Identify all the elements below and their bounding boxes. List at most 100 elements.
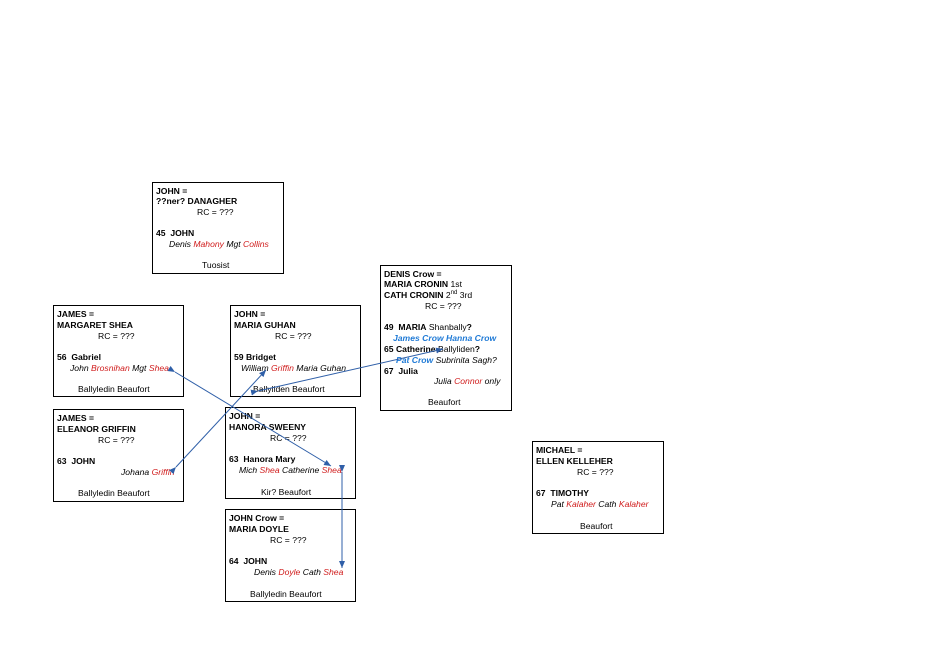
card-title-line2: ELLEN KELLEHER	[536, 456, 613, 466]
child-entry: 59 Bridget	[234, 352, 276, 362]
place-label: Ballyledin Beaufort	[78, 488, 150, 498]
sponsor-text: Pat	[551, 499, 567, 509]
sponsor-surname: Connor	[454, 376, 483, 386]
sponsors: James Crow Hanna Crow	[393, 333, 497, 343]
rc-label: RC = ???	[270, 433, 307, 443]
sponsor-text: only	[482, 376, 501, 386]
sponsor-text: Cath	[595, 499, 619, 509]
sponsor-surname: Griffin	[151, 467, 175, 477]
marriage-order: 1st	[448, 279, 462, 289]
sponsor-surname: Shea	[259, 465, 280, 475]
sponsors: Julia Connor only	[434, 376, 500, 386]
card-title-line1: JOHN =	[229, 411, 261, 421]
child-number: 67	[536, 488, 546, 498]
sponsor-surname: Shea	[148, 363, 169, 373]
child-name: Julia	[398, 366, 418, 376]
child-number: 59	[234, 352, 244, 362]
child-entry: 63 JOHN	[57, 456, 95, 466]
child-number: 63	[57, 456, 67, 466]
child-entry: 67 TIMOTHY	[536, 488, 589, 498]
rc-label: RC = ???	[275, 331, 312, 341]
sponsors: William Griffin Maria Guhan	[241, 363, 346, 373]
sponsor-surname: Collins	[243, 239, 269, 249]
spouse-name: CATH CRONIN	[384, 290, 444, 300]
card-title-line1: JAMES =	[57, 309, 95, 319]
place-label: Beaufort	[580, 521, 613, 531]
card-title-line3: CATH CRONIN 2nd 3rd	[384, 290, 472, 300]
child-place: Shanbally	[426, 322, 467, 332]
marriage-order: 3rd	[457, 290, 473, 300]
sponsor-surname: Kalaher	[566, 499, 596, 509]
child-name: Hanora Mary	[243, 454, 296, 464]
sponsor-text: Julia	[434, 376, 455, 386]
sponsor-text: Mich	[239, 465, 260, 475]
sponsor-text: Cath	[300, 567, 324, 577]
place-label: Ballyledin Beaufort	[78, 384, 150, 394]
child-name: Bridget	[245, 352, 277, 362]
child-entry: 64 JOHN	[229, 556, 267, 566]
card-title-line2: MARGARET SHEA	[57, 320, 133, 330]
child-entry: 56 Gabriel	[57, 352, 101, 362]
sponsor-text: Subrinita Sagh?	[433, 355, 497, 365]
family-card-doyle: JOHN Crow = MARIA DOYLE RC = ??? 64 JOHN…	[225, 509, 356, 602]
child-number: 45	[156, 228, 166, 238]
sponsor-text: John	[70, 363, 92, 373]
family-card-guhan: JOHN = MARIA GUHAN RC = ??? 59 Bridget W…	[230, 305, 361, 397]
child-place: Ballyliden	[435, 344, 475, 354]
uncertain-mark: ?	[474, 344, 481, 354]
card-title-line1: JOHN Crow =	[229, 513, 285, 523]
sponsor-surname: Shea	[321, 465, 342, 475]
card-title-line2: ELEANOR GRIFFIN	[57, 424, 136, 434]
ordinal-suffix: nd	[450, 290, 458, 297]
sponsor-text: Catherine	[279, 465, 322, 475]
sponsors: Johana Griffin	[121, 467, 175, 477]
place-label: Kir? Beaufort	[261, 487, 312, 497]
sponsors: John Brosnihan Mgt Shea	[70, 363, 169, 373]
sponsors: Pat Kalaher Cath Kalaher	[551, 499, 648, 509]
child-number: 67	[384, 366, 394, 376]
child-entry: 67 Julia	[384, 366, 418, 376]
sponsor-surname: Doyle	[278, 567, 301, 577]
child-name: JOHN	[243, 556, 268, 566]
family-card-shea: JAMES = MARGARET SHEA RC = ??? 56 Gabrie…	[53, 305, 184, 397]
child-name: JOHN	[170, 228, 195, 238]
card-title-line1: JOHN =	[234, 309, 266, 319]
sponsor-surname: Brosnihan	[91, 363, 130, 373]
marriage-order: 2	[443, 290, 451, 300]
sponsor-text: Pat Crow	[396, 355, 434, 365]
rc-label: RC = ???	[98, 435, 135, 445]
child-number: 64	[229, 556, 239, 566]
place-label: Ballyledin Beaufort	[250, 589, 322, 599]
rc-label: RC = ???	[425, 301, 462, 311]
card-title-line1: DENIS Crow =	[384, 269, 442, 279]
card-title-line2: MARIA CRONIN 1st	[384, 279, 462, 289]
sponsor-surname: Kalaher	[618, 499, 649, 509]
uncertain-mark: ?	[466, 322, 472, 332]
sponsor-text: William	[241, 363, 271, 373]
rc-label: RC = ???	[98, 331, 135, 341]
family-card-danagher: JOHN = ??ner? DANAGHER RC = ??? 45 JOHN …	[152, 182, 284, 274]
card-title-line2: MARIA DOYLE	[229, 524, 289, 534]
child-entry: 65 Catherine Ballyliden?	[384, 344, 480, 354]
sponsor-text: Denis	[254, 567, 279, 577]
card-title-line2: HANORA SWEENY	[229, 422, 307, 432]
family-card-sweeny: JOHN = HANORA SWEENY RC = ??? 63 Hanora …	[225, 407, 356, 499]
sponsor-surname: Mahony	[193, 239, 224, 249]
child-name: JOHN	[71, 456, 96, 466]
sponsors: Mich Shea Catherine Shea	[239, 465, 342, 475]
child-entry: 49 MARIA Shanbally?	[384, 322, 472, 332]
sponsor-text: Johana	[121, 467, 152, 477]
child-number: 56	[57, 352, 67, 362]
sponsors: Denis Doyle Cath Shea	[254, 567, 343, 577]
sponsor-text: Denis	[169, 239, 194, 249]
sponsor-text: Mgt	[129, 363, 149, 373]
child-entry: 45 JOHN	[156, 228, 194, 238]
child-number: 49	[384, 322, 394, 332]
child-entry: 63 Hanora Mary	[229, 454, 295, 464]
child-name: MARIA	[398, 322, 427, 332]
sponsors: Pat Crow Subrinita Sagh?	[396, 355, 497, 365]
card-title-line2: ??ner? DANAGHER	[156, 196, 238, 206]
place-label: Ballyliden Beaufort	[253, 384, 325, 394]
rc-label: RC = ???	[197, 207, 234, 217]
